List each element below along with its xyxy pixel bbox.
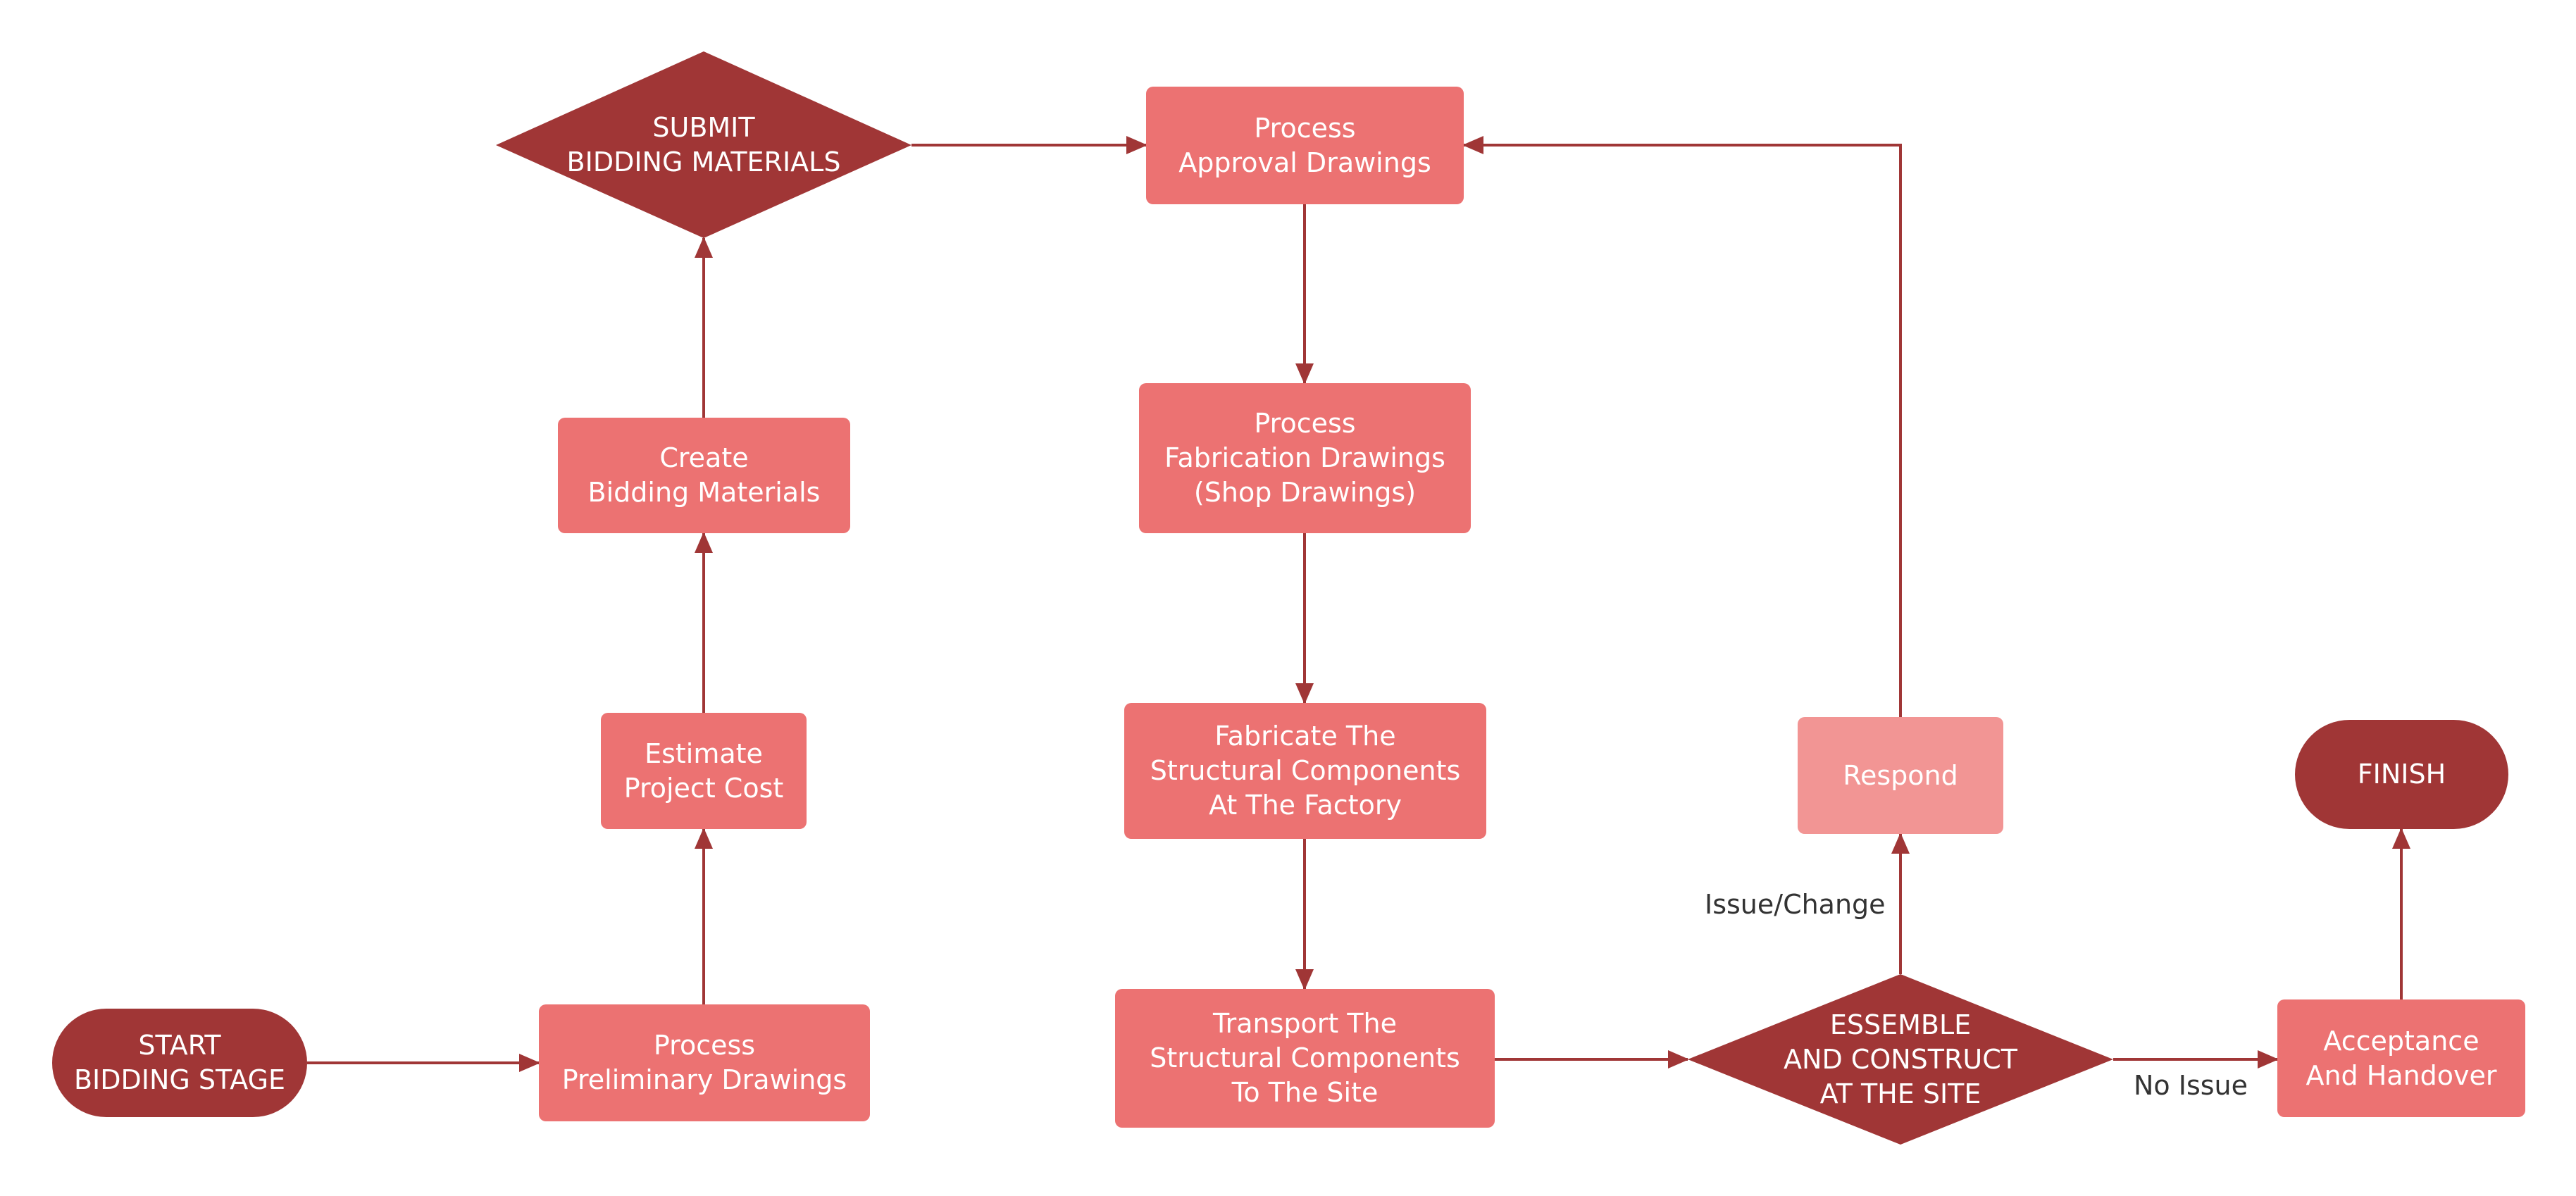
start-terminal: START BIDDING STAGE [52, 1009, 307, 1117]
estimate-project-cost-box: Estimate Project Cost [601, 713, 807, 829]
transport-structural-components-box: Transport The Structural Components To T… [1115, 989, 1495, 1128]
process-fabrication-drawings-box: Process Fabrication Drawings (Shop Drawi… [1139, 383, 1471, 533]
create-bidding-materials-box: Create Bidding Materials [558, 418, 850, 533]
submit-bidding-materials-decision: SUBMIT BIDDING MATERIALS [566, 111, 841, 177]
process-approval-drawings-box: Process Approval Drawings [1146, 87, 1464, 204]
assemble-diamond-shape [1688, 974, 2113, 1145]
no-issue-label: No Issue [2134, 1070, 2248, 1101]
submit-diamond-shape [496, 51, 911, 238]
process-preliminary-drawings-box: Process Preliminary Drawings [539, 1004, 870, 1121]
assemble-and-construct-decision: ESSEMBLE AND CONSTRUCT AT THE SITE [1784, 1009, 2017, 1109]
respond-box: Respond [1798, 717, 2003, 834]
edge-respond-to-approval [1462, 136, 1902, 717]
finish-terminal: FINISH [2295, 720, 2508, 829]
issue-change-label: Issue/Change [1705, 889, 1886, 920]
fabricate-structural-components-box: Fabricate The Structural Components At T… [1124, 703, 1486, 839]
acceptance-and-handover-box: Acceptance And Handover [2277, 999, 2525, 1117]
